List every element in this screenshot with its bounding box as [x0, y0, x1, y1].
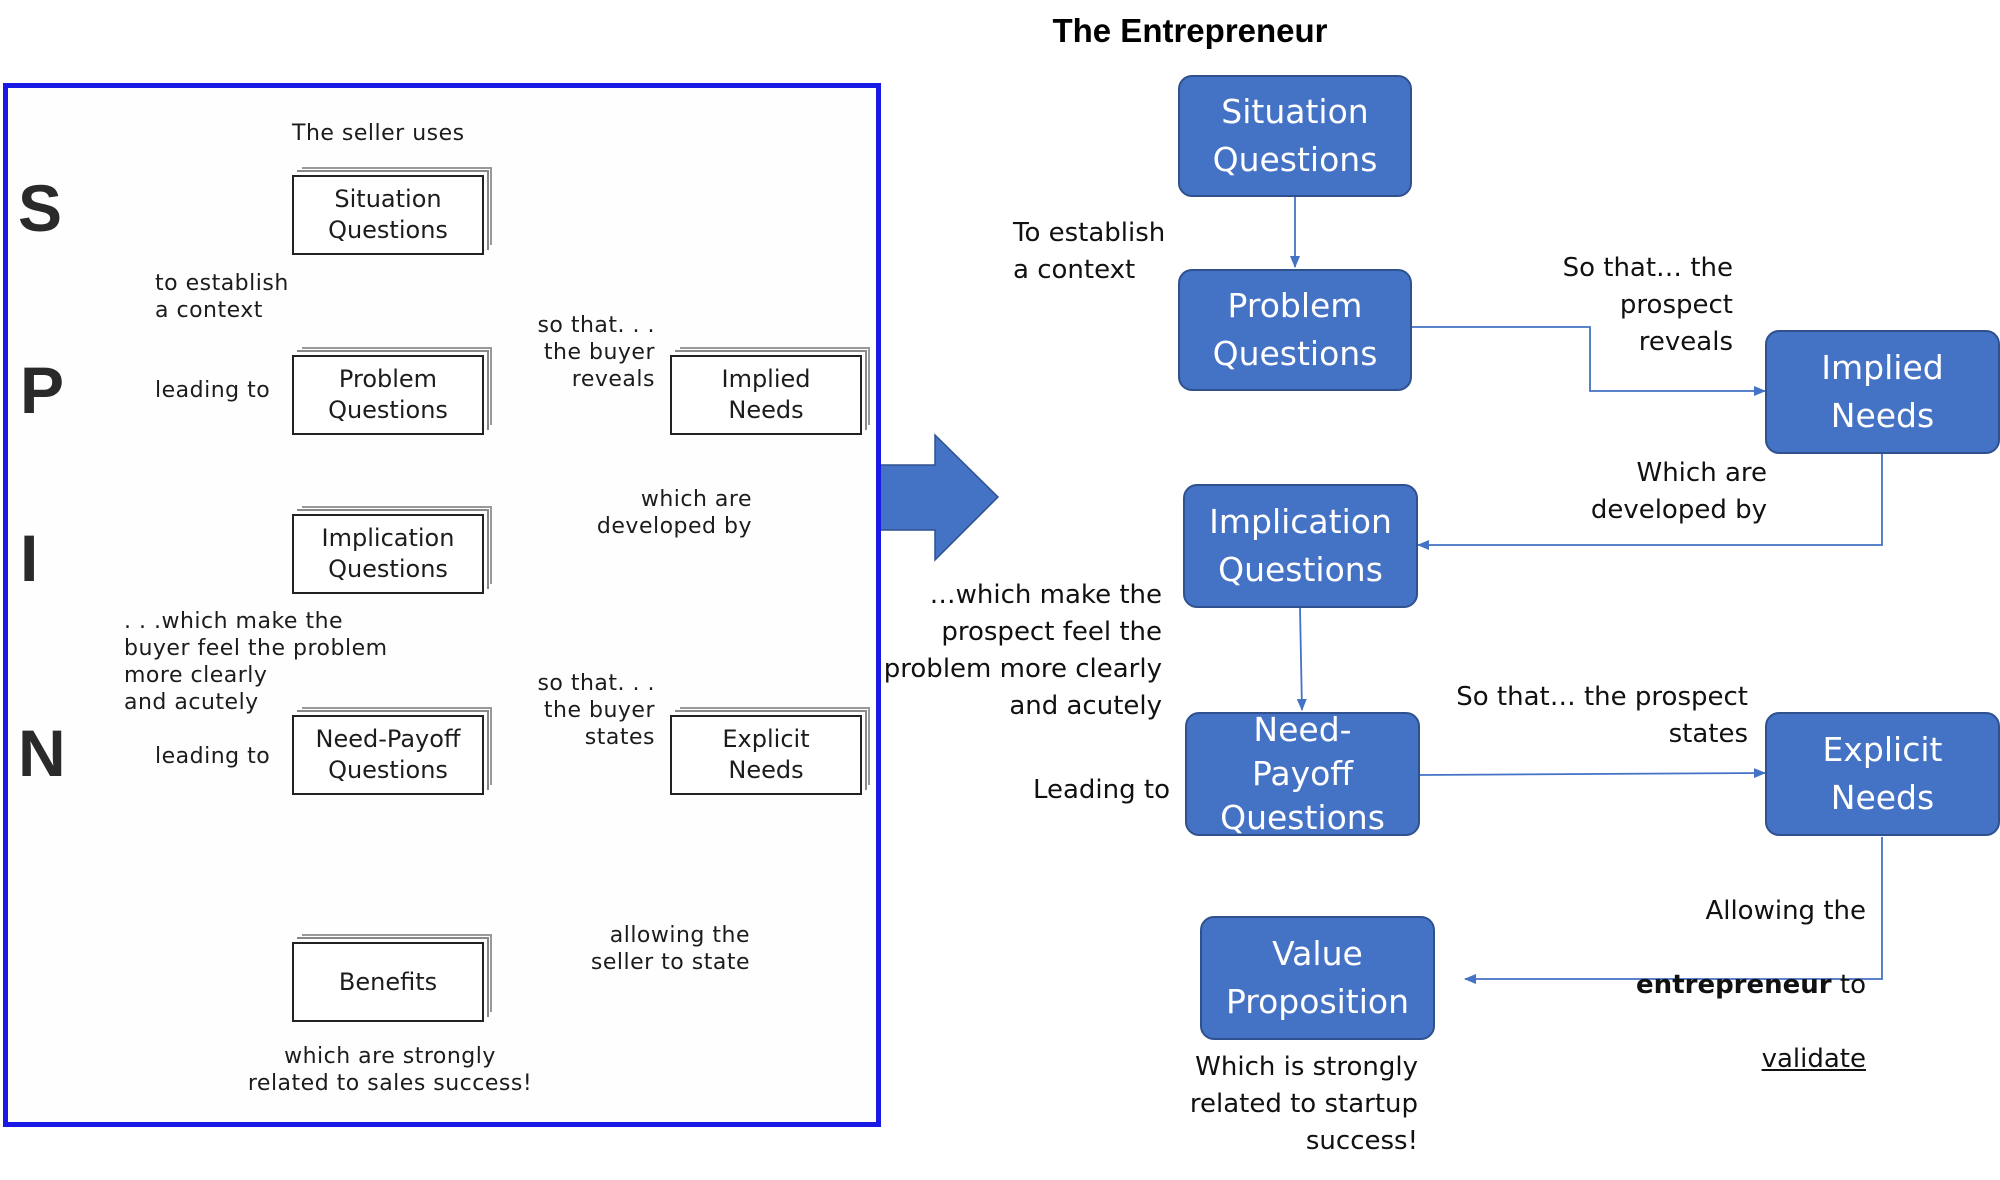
spin-label-allowing: allowing the seller to state [590, 923, 750, 975]
spin-label-developed: which are developed by [596, 487, 752, 539]
label-feel-problem: …which make the prospect feel the proble… [883, 580, 1162, 721]
spin-label-states: so that. . . the buyer states [537, 671, 655, 750]
arrow-implied-implication [1417, 453, 1883, 550]
label-developed-by: Which are developed by [1590, 458, 1767, 525]
spin-header: The seller uses [292, 121, 465, 146]
spin-label-leading-to-p: leading to [155, 378, 271, 403]
label-allowing-underline: validate [1761, 1044, 1866, 1074]
label-establish-context: To establish a context [1013, 218, 1166, 285]
spin-label-leading-to-n: leading to [155, 744, 271, 769]
label-allowing-line1: Allowing the [1705, 896, 1866, 926]
label-reveals: So that… the prospect reveals [1562, 253, 1733, 357]
entrepreneur-connectors [1290, 197, 1883, 984]
spin-label-establish: to establish a context [155, 271, 289, 323]
spin-label-feel: . . .which make the buyer feel the probl… [124, 609, 388, 715]
label-allowing-to: to [1831, 970, 1866, 1000]
node-need-payoff-questions: Need- Payoff Questions [1185, 710, 1420, 837]
diagram-title: The Entrepreneur [1052, 12, 1328, 49]
node-problem-questions: Problem Questions [1178, 269, 1412, 391]
spin-box-situation: Situation Questions [292, 175, 484, 255]
label-states: So that… the prospect states [1456, 682, 1748, 749]
label-allowing-entrepreneur: Allowing the entrepreneur to validate [1560, 856, 1866, 1078]
label-success: Which is strongly related to startup suc… [1189, 1052, 1418, 1156]
node-situation-questions: Situation Questions [1178, 75, 1412, 197]
spin-letter-p: P [20, 353, 65, 427]
node-explicit-needs: Explicit Needs [1765, 712, 2000, 836]
spin-box-need-payoff: Need-Payoff Questions [292, 715, 484, 795]
label-allowing-bold: entrepreneur [1636, 970, 1832, 1000]
arrow-problem-implied [1412, 326, 1766, 396]
node-implication-questions: Implication Questions [1183, 484, 1418, 608]
arrow-explicit-value [1464, 837, 1883, 984]
spin-label-reveals: so that. . . the buyer reveals [537, 313, 655, 392]
spin-letter-s: S [18, 171, 63, 245]
spin-box-explicit: Explicit Needs [670, 715, 862, 795]
spin-letter-i: I [20, 521, 39, 595]
label-leading-to: Leading to [1032, 775, 1170, 805]
arrow-needpayoff-explicit [1419, 768, 1766, 779]
node-implied-needs: Implied Needs [1765, 330, 2000, 454]
spin-box-implied: Implied Needs [670, 355, 862, 435]
spin-box-implication: Implication Questions [292, 514, 484, 594]
spin-label-success: which are strongly related to sales succ… [247, 1044, 533, 1096]
arrow-implication-needpayoff [1296, 607, 1307, 711]
node-value-proposition: Value Proposition [1200, 916, 1435, 1040]
spin-box-problem: Problem Questions [292, 355, 484, 435]
spin-letter-n: N [18, 716, 66, 790]
spin-box-benefits: Benefits [292, 942, 484, 1022]
